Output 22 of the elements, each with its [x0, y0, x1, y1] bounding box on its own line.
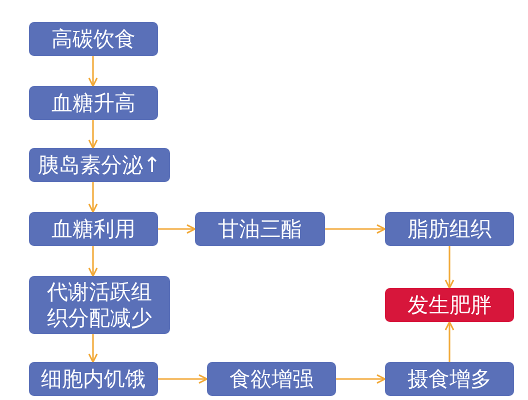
arrow	[88, 56, 98, 87]
arrow	[325, 224, 386, 234]
arrow	[88, 120, 98, 149]
process-box: 高碳饮食	[29, 22, 158, 56]
arrow	[88, 182, 98, 213]
arrow	[444, 246, 454, 289]
process-box: 血糖升高	[29, 86, 158, 120]
arrow	[336, 374, 386, 384]
result-box: 发生肥胖	[385, 288, 514, 322]
process-box: 血糖利用	[29, 212, 158, 246]
process-box: 胰岛素分泌↑	[29, 148, 170, 182]
process-box: 脂肪组织	[385, 212, 514, 246]
process-box: 摄食增多	[385, 362, 514, 396]
process-box: 甘油三酯	[195, 212, 325, 246]
arrow	[88, 334, 98, 363]
arrow	[88, 246, 98, 277]
arrow	[444, 321, 454, 362]
process-box: 食欲增强	[207, 362, 336, 396]
process-box: 细胞内饥饿	[29, 362, 158, 396]
arrow	[158, 374, 208, 384]
arrow	[158, 224, 196, 234]
process-box: 代谢活跃组织分配减少	[29, 276, 170, 334]
